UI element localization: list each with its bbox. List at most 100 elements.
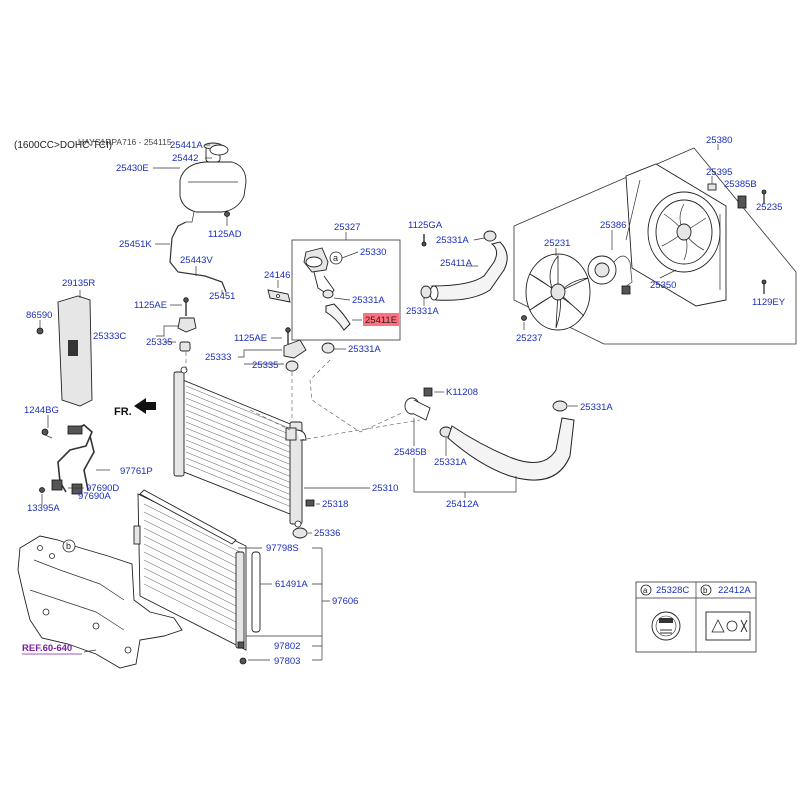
hose-25411E[interactable] [325,303,351,331]
sensor-K11208[interactable] [423,387,433,397]
svg-text:a: a [333,253,338,263]
label-25331A-c: 25331A [348,344,381,355]
overlay-note: HAYS1RPA716 - 254115 [78,137,172,147]
clamp-25331A-top[interactable] [483,230,497,242]
bolt-25235[interactable] [761,189,767,204]
label-25331A-e: 25331A [406,306,439,317]
label-25331A-box: 25331A [352,295,385,306]
label-25443V: 25443V [180,255,213,266]
fan-shroud-25350[interactable] [625,163,727,307]
condenser-97606[interactable] [133,489,247,651]
label-25411E[interactable]: 25411E [365,315,397,326]
bracket-25333[interactable] [283,339,307,359]
legend-part-b: 22412A [718,585,751,596]
bolt-1125AD[interactable] [224,211,230,227]
bolt-97803[interactable] [239,657,247,665]
insulator-25336[interactable] [292,527,308,539]
fan-motor-25386[interactable] [587,255,633,295]
label-1125AE-lower: 1125AE [234,333,267,344]
label-24146: 24146 [264,270,290,281]
label-1244BG: 1244BG [24,405,59,416]
label-25335-lower: 25335 [252,360,278,371]
label-25385B: 25385B [724,179,757,190]
air-guard-29135R[interactable] [57,295,93,407]
clamp-25331A-right[interactable] [552,400,568,412]
label-25411A: 25411A [440,258,473,269]
label-97803: 97803 [274,656,300,667]
label-1125AE-upper: 1125AE [134,300,167,311]
label-29135R: 29135R [62,278,95,289]
receiver-drier-61491A[interactable] [251,551,261,633]
label-25330: 25330 [360,247,386,258]
label-13395A: 13395A [27,503,60,514]
label-25336: 25336 [314,528,340,539]
variant-note: (1600CC>DOHC-TCI) [14,140,112,151]
clip-13395A[interactable] [39,487,45,506]
label-97761P: 97761P [120,466,153,477]
bolt-1125AE-lower[interactable] [285,327,291,344]
bolt-1129EY[interactable] [761,279,767,294]
warning-label-icon [705,611,751,641]
filler-neck-25330[interactable] [303,247,335,297]
label-25237: 25237 [516,333,542,344]
fan-blade-25231[interactable] [525,253,591,331]
bolt-1244BG[interactable] [41,428,53,439]
label-25350: 25350 [650,280,676,291]
clip-86590[interactable] [36,327,44,335]
label-K11208: K11208 [446,387,478,398]
label-97606: 97606 [332,596,358,607]
svg-text:b: b [66,541,71,551]
clamp-25331A-mid[interactable] [420,285,432,299]
plug-97802[interactable] [237,641,245,649]
label-25412A: 25412A [446,499,479,510]
label-25333: 25333 [205,352,231,363]
label-97690A: 97690A [78,491,111,502]
label-97798S: 97798S [266,543,299,554]
insulator-25335-lower[interactable] [285,360,299,372]
lower-hose-25412A[interactable] [447,417,575,481]
front-arrow-icon [134,398,156,414]
label-25318: 25318 [322,499,348,510]
cap-25441A[interactable] [209,144,229,156]
bracket-24146[interactable] [267,289,291,303]
fan-assembly-outline [513,147,797,345]
bolt-1125AE-upper[interactable] [183,297,189,316]
bracket-25333C[interactable] [177,317,197,333]
callout-b-carrier: b [62,539,76,553]
label-25386: 25386 [600,220,626,231]
fitting-25485B[interactable] [404,397,431,421]
callout-a-box: a [329,251,343,265]
label-25231: 25231 [544,238,570,249]
bolt-1125GA[interactable] [421,234,427,247]
highlight-25411E [363,313,399,326]
label-97690D: 97690D [86,483,119,494]
legend-key-b: b [703,586,708,595]
clamp-25331A-box[interactable] [322,289,334,299]
label-25441A: 25441A [170,140,203,151]
legend-key-a: a [643,586,648,595]
label-25333C: 25333C [93,331,126,342]
label-1125GA: 1125GA [408,220,443,231]
label-25331A-g: 25331A [580,402,613,413]
label-25430E: 25430E [116,163,149,174]
front-end-carrier[interactable] [17,535,183,669]
clamp-25331A-lower-box[interactable] [321,342,335,354]
nut-25237[interactable] [521,315,527,331]
label-25235: 25235 [756,202,782,213]
radiator-25310[interactable] [173,366,307,528]
label-25380: 25380 [706,135,732,146]
label-25335-upper: 25335 [146,337,172,348]
label-25331A-f: 25331A [434,457,467,468]
upper-hose-25411A[interactable] [429,241,508,301]
drain-plug-25318[interactable] [305,499,315,507]
label-25451K: 25451K [119,239,152,250]
label-97802: 97802 [274,641,300,652]
caution-sticker-icon [651,611,681,641]
harness-97761P[interactable] [51,424,95,495]
insulator-25335-upper[interactable] [179,341,191,352]
label-1129EY: 1129EY [752,297,786,308]
reference-link[interactable]: REF.60-640 [22,643,72,654]
overflow-hose-25451[interactable] [169,221,227,293]
label-25331A-d: 25331A [436,235,469,246]
